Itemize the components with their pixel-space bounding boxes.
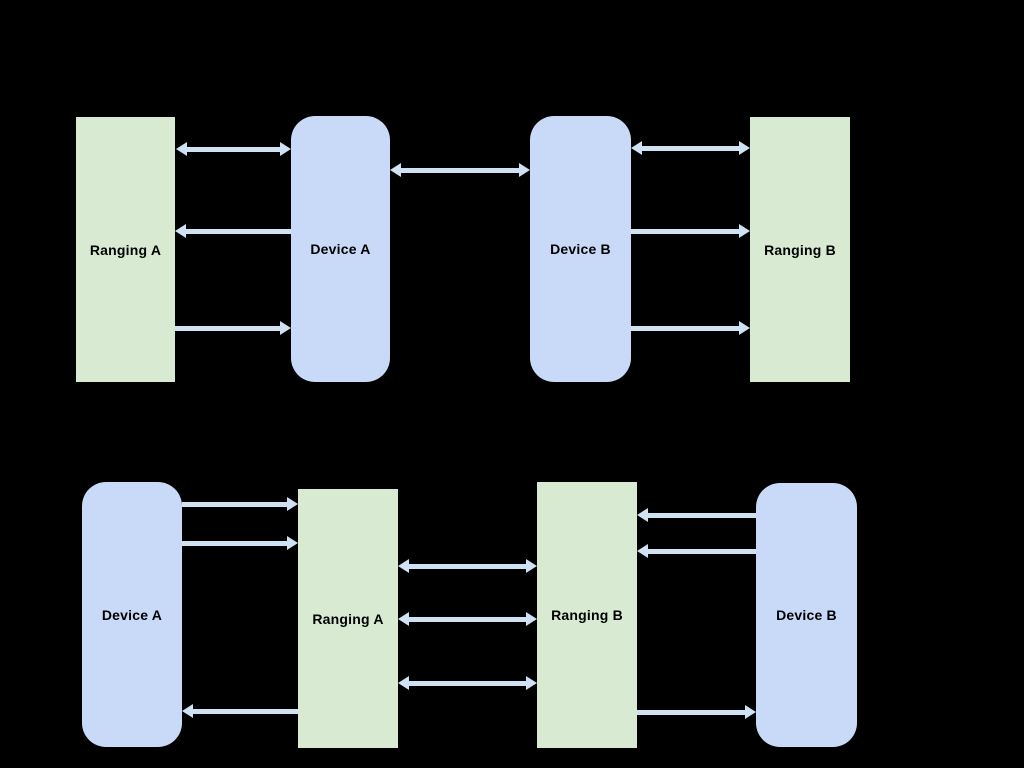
arrow-top-device-b-box-to-top-ranging-b-box: [631, 223, 750, 239]
arrowhead-right-icon: [287, 536, 298, 550]
arrow-shaft: [637, 709, 748, 715]
arrowhead-right-icon: [280, 142, 291, 156]
arrowhead-left-icon: [398, 612, 409, 626]
arrow-bottom-ranging-a-box-to-bottom-ranging-b-box: [398, 675, 537, 691]
arrowhead-right-icon: [739, 321, 750, 335]
box-label: Device A: [101, 606, 163, 623]
arrow-bottom-ranging-a-box-to-bottom-device-a-box: [182, 703, 298, 719]
arrowhead-right-icon: [287, 497, 298, 511]
arrow-shaft: [645, 512, 756, 518]
arrow-shaft: [645, 548, 756, 554]
top-ranging-a-box: Ranging A: [76, 117, 175, 382]
arrow-bottom-ranging-a-box-to-bottom-ranging-b-box: [398, 611, 537, 627]
arrowhead-left-icon: [398, 559, 409, 573]
arrow-shaft: [183, 228, 291, 234]
arrowhead-left-icon: [176, 142, 187, 156]
arrow-bottom-device-a-box-to-bottom-ranging-a-box: [182, 496, 298, 512]
box-label: Ranging B: [551, 607, 623, 623]
arrow-bottom-device-a-box-to-bottom-ranging-a-box: [182, 535, 298, 551]
arrow-shaft: [631, 228, 742, 234]
arrowhead-right-icon: [526, 559, 537, 573]
arrow-top-device-b-box-to-top-ranging-b-box: [631, 320, 750, 336]
top-ranging-b-box: Ranging B: [750, 117, 850, 382]
arrow-shaft: [175, 325, 283, 331]
box-label: Ranging A: [312, 610, 384, 627]
arrowhead-left-icon: [637, 544, 648, 558]
box-label: Device B: [550, 241, 611, 257]
arrowhead-left-icon: [182, 704, 193, 718]
arrow-top-ranging-a-box-to-top-device-a-box: [175, 320, 291, 336]
bottom-device-a-box: Device A: [82, 482, 182, 747]
arrow-bottom-ranging-b-box-to-bottom-device-b-box: [637, 704, 756, 720]
arrow-shaft: [184, 146, 283, 152]
top-device-a-box: Device A: [291, 116, 390, 382]
arrow-shaft: [406, 563, 529, 569]
box-label: Device A: [310, 241, 371, 257]
arrowhead-right-icon: [739, 141, 750, 155]
arrowhead-right-icon: [739, 224, 750, 238]
arrow-shaft: [406, 616, 529, 622]
arrowhead-left-icon: [398, 676, 409, 690]
arrowhead-right-icon: [280, 321, 291, 335]
arrow-top-device-a-box-to-top-ranging-a-box: [175, 223, 291, 239]
arrow-bottom-ranging-a-box-to-bottom-ranging-b-box: [398, 558, 537, 574]
box-label: Device B: [776, 607, 837, 623]
arrowhead-left-icon: [631, 141, 642, 155]
arrow-top-device-b-box-to-top-ranging-b-box: [631, 140, 750, 156]
arrow-shaft: [406, 680, 529, 686]
arrow-shaft: [398, 167, 522, 173]
arrowhead-left-icon: [175, 224, 186, 238]
bottom-ranging-a-box: Ranging A: [298, 489, 398, 748]
box-label: Ranging B: [764, 241, 836, 258]
box-label: Ranging A: [89, 241, 162, 258]
arrow-shaft: [639, 145, 742, 151]
arrow-shaft: [182, 501, 290, 507]
arrow-bottom-device-b-box-to-bottom-ranging-b-box: [637, 507, 756, 523]
arrowhead-left-icon: [637, 508, 648, 522]
arrow-shaft: [190, 708, 298, 714]
arrowhead-right-icon: [745, 705, 756, 719]
arrow-top-ranging-a-box-to-top-device-a-box: [176, 141, 291, 157]
top-device-b-box: Device B: [530, 116, 631, 382]
arrowhead-left-icon: [390, 163, 401, 177]
arrow-shaft: [631, 325, 742, 331]
bottom-ranging-b-box: Ranging B: [537, 482, 637, 748]
arrowhead-right-icon: [526, 676, 537, 690]
arrow-top-device-a-box-to-top-device-b-box: [390, 162, 530, 178]
arrowhead-right-icon: [526, 612, 537, 626]
arrowhead-right-icon: [519, 163, 530, 177]
arrow-shaft: [182, 540, 290, 546]
arrow-bottom-device-b-box-to-bottom-ranging-b-box: [637, 543, 756, 559]
bottom-device-b-box: Device B: [756, 483, 857, 747]
